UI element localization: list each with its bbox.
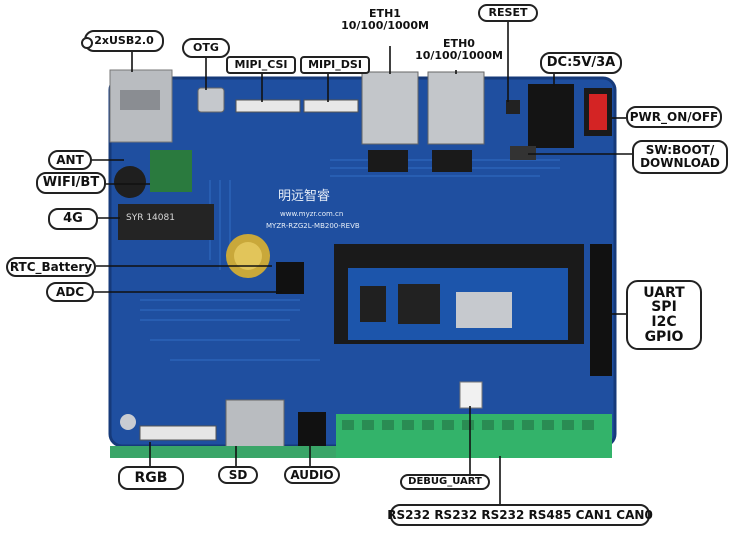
label-otg: OTG: [182, 38, 230, 58]
rtc-battery-inner: [234, 242, 262, 270]
label-rgb: RGB: [118, 466, 184, 490]
label-mipi-csi: MIPI_CSI: [226, 56, 296, 74]
gpio-header: [590, 244, 612, 376]
board-model: MYZR-RZG2L-MB200-REVB: [266, 222, 360, 230]
label-adc: ADC: [46, 282, 94, 302]
board-brand: 明远智睿: [278, 189, 330, 204]
label-eth0: ETH0 10/100/1000M: [415, 37, 503, 63]
boot-switch: [510, 146, 536, 160]
label-debug-uart: DEBUG_UART: [400, 474, 490, 490]
label-rtc: RTC_Battery: [6, 257, 96, 277]
reset-button: [506, 100, 520, 114]
label-reset: RESET: [478, 4, 538, 22]
som-emmc: [456, 292, 512, 328]
label-eth1: ETH1 10/100/1000M: [341, 7, 429, 33]
eth0-jack: [427, 71, 485, 145]
terminal-screws: [342, 420, 594, 430]
debug-uart-connector: [459, 381, 483, 409]
leader-lines: [90, 22, 632, 504]
power-switch-rocker: [589, 94, 607, 130]
adc-header: [276, 262, 304, 294]
som-soc: [398, 284, 440, 324]
eth1-transformer: [368, 150, 408, 172]
label-dc: DC:5V/3A: [540, 52, 622, 74]
label-ant: ANT: [48, 150, 92, 170]
mipi-csi-connector: [235, 99, 301, 113]
mount-hole: [120, 414, 136, 430]
label-usb: 2xUSB2.0: [81, 30, 164, 52]
label-mipi-dsi: MIPI_DSI: [300, 56, 370, 74]
wifi-module: [150, 150, 192, 192]
label-4g: 4G: [48, 208, 98, 230]
usb-connector-inner: [120, 90, 160, 110]
eth1-jack: [361, 71, 419, 145]
label-pwr: PWR_ON/OFF: [626, 106, 722, 128]
sd-slot: [225, 399, 285, 449]
label-sd: SD: [218, 466, 258, 484]
audio-jack: [298, 412, 326, 446]
board-url: www.myzr.com.cn: [280, 210, 343, 218]
rgb-connector: [139, 425, 217, 441]
otg-connector: [197, 87, 225, 113]
4g-slot: [118, 204, 214, 240]
label-audio: AUDIO: [284, 466, 340, 484]
label-serial: RS232 RS232 RS232 RS485 CAN1 CAN0: [387, 504, 653, 526]
board-sim: SYR 14081: [126, 213, 175, 223]
eth0-transformer: [432, 150, 472, 172]
mipi-dsi-connector: [303, 99, 359, 113]
label-uart-spi-i2c-gpio: UART SPI I2C GPIO: [626, 280, 702, 350]
label-sw: SW:BOOT/ DOWNLOAD: [632, 140, 728, 174]
dc-jack: [528, 84, 574, 148]
label-wifi: WIFI/BT: [36, 172, 106, 194]
som-ram: [360, 286, 386, 322]
bottom-rail: [110, 446, 336, 458]
capacitor: [114, 166, 146, 198]
